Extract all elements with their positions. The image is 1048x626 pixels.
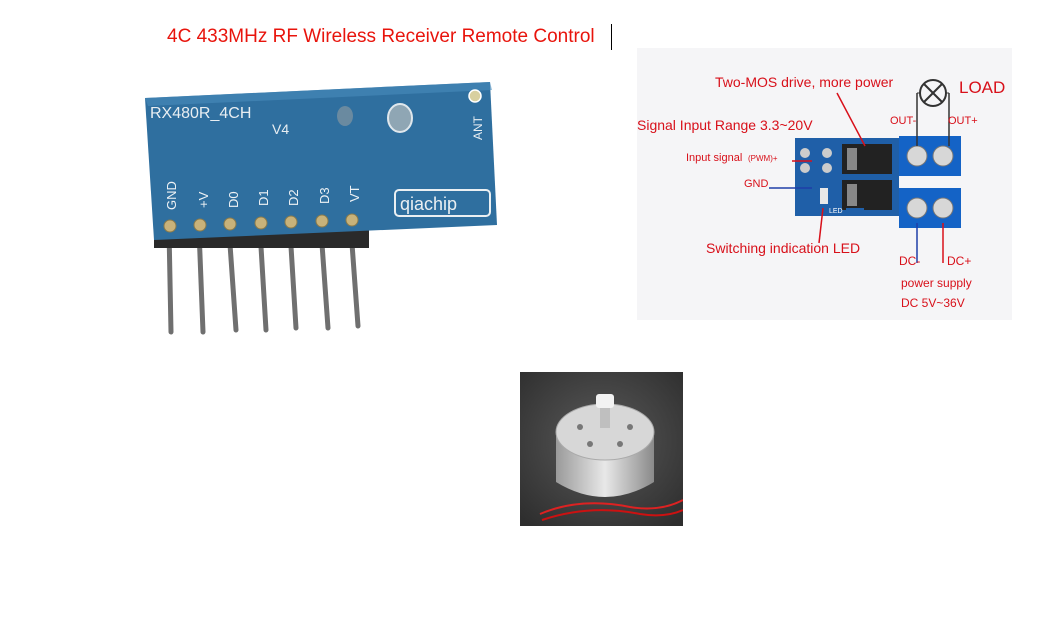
ant-label: ANT bbox=[471, 115, 485, 140]
brand-label: qiachip bbox=[400, 194, 457, 214]
pin-label-d3: D3 bbox=[317, 187, 332, 204]
text-cursor bbox=[611, 24, 612, 50]
document-title: 4C 433MHz RF Wireless Receiver Remote Co… bbox=[167, 26, 595, 47]
pin-label-d1: D1 bbox=[256, 189, 271, 206]
mos-signal-range: Signal Input Range 3.3~20V bbox=[637, 117, 813, 133]
model-label: RX480R_4CH bbox=[150, 105, 251, 122]
mos-input-signal: Input signal bbox=[686, 152, 743, 164]
mos-pwm: (PWM)+ bbox=[748, 154, 778, 163]
mos-dc-range: DC 5V~36V bbox=[901, 296, 965, 310]
receiver-module-image: RX480R_4CH V4 ANT qiachip GND +V D0 D1 D… bbox=[145, 82, 497, 335]
version-label: V4 bbox=[272, 121, 289, 137]
mos-dc-plus: DC+ bbox=[947, 254, 972, 268]
mos-out-plus: OUT+ bbox=[948, 115, 978, 127]
mos-dc-minus: DC- bbox=[899, 254, 921, 268]
mos-top-note: Two-MOS drive, more power bbox=[715, 74, 894, 90]
pin-label-d2: D2 bbox=[286, 189, 301, 206]
pin-label-vt: VT bbox=[347, 185, 362, 202]
mos-power-supply: power supply bbox=[901, 276, 972, 290]
mos-load-label: LOAD bbox=[959, 78, 1006, 97]
mos-out-minus: OUT- bbox=[890, 115, 917, 127]
mos-driver-image: Two-MOS drive, more power LOAD Signal In… bbox=[637, 48, 1012, 320]
dc-motor-image bbox=[520, 372, 683, 526]
pin-label-gnd: GND bbox=[164, 181, 179, 210]
mos-led-mark: LED bbox=[829, 208, 843, 215]
mos-led-note: Switching indication LED bbox=[706, 240, 861, 256]
pin-label-v: +V bbox=[196, 191, 211, 208]
pin-label-d0: D0 bbox=[226, 191, 241, 208]
mos-gnd: GND bbox=[744, 178, 769, 190]
